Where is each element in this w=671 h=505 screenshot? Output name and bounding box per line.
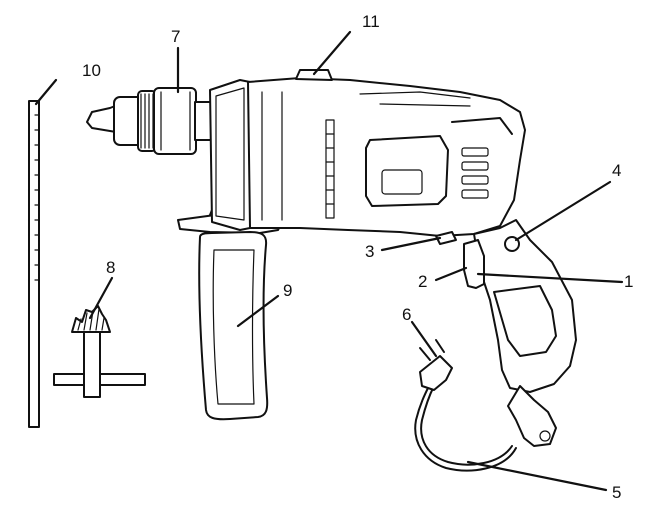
callout-labels: 1 2 3 4 5 6 7 8 9 10 11 (82, 12, 633, 502)
trigger-switch (463, 239, 485, 289)
leader-lines (34, 30, 624, 492)
callout-5: 5 (612, 483, 621, 502)
power-plug (419, 339, 453, 391)
callout-6: 6 (402, 305, 411, 324)
power-cord (414, 385, 517, 472)
callout-3: 3 (365, 242, 374, 261)
drill-body (209, 69, 577, 447)
callout-1: 1 (624, 272, 633, 291)
callout-2: 2 (418, 272, 427, 291)
chuck (86, 87, 212, 155)
callout-8: 8 (106, 258, 115, 277)
callout-4: 4 (612, 161, 621, 180)
callout-11: 11 (362, 12, 380, 31)
depth-gauge-rod (28, 100, 40, 428)
callout-7: 7 (171, 27, 180, 46)
callout-9: 9 (283, 281, 292, 300)
chuck-key (53, 305, 146, 398)
callout-10: 10 (82, 61, 101, 80)
